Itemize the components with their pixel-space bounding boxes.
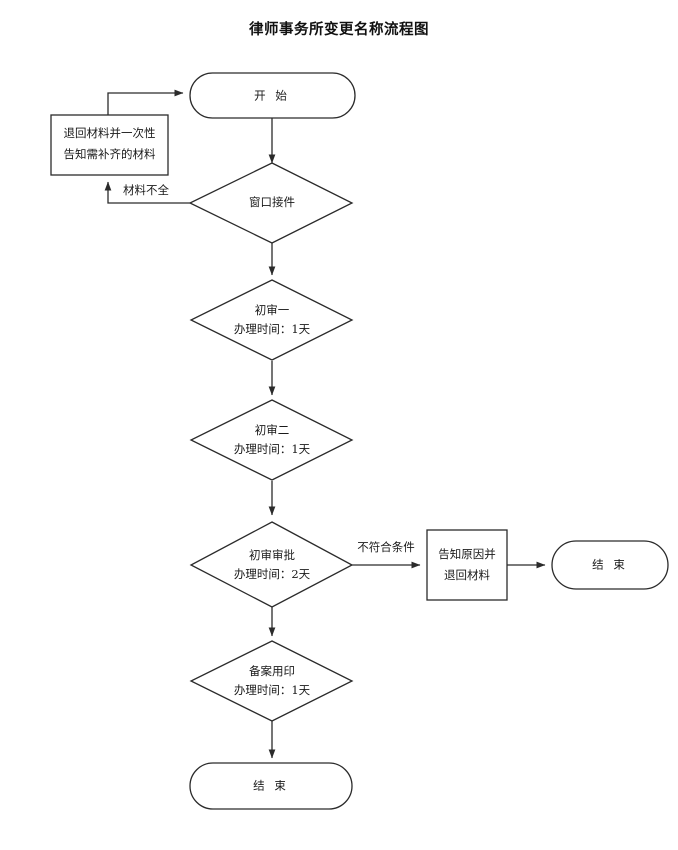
edge-first-approval-to-notify-reason: 不符合条件: [352, 540, 421, 569]
node-record-seal[interactable]: 备案用印 办理时间：1天: [189, 640, 354, 722]
node-first-review-2-line1: 初审二: [255, 423, 290, 437]
node-first-approval-line2: 办理时间：2天: [234, 567, 311, 581]
node-end-bottom[interactable]: 结 束: [189, 762, 353, 810]
node-record-seal-line2: 办理时间：1天: [234, 683, 311, 697]
node-notify-reason-line2: 退回材料: [444, 568, 490, 582]
node-start-label: 开 始: [254, 89, 290, 103]
node-window-intake-label: 窗口接件: [249, 195, 295, 209]
node-first-review-2[interactable]: 初审二 办理时间：1天: [189, 399, 354, 481]
node-first-review-2-line2: 办理时间：1天: [234, 442, 311, 456]
node-notify-reason-line1: 告知原因并: [438, 547, 496, 561]
node-first-review-1[interactable]: 初审一 办理时间：1天: [189, 279, 354, 361]
node-notify-reason[interactable]: 告知原因并 退回材料: [426, 529, 508, 601]
edge-window-intake-to-return-materials: 材料不全: [104, 181, 190, 204]
node-return-materials-line2: 告知需补齐的材料: [64, 147, 156, 161]
node-first-review-1-line2: 办理时间：1天: [234, 322, 311, 336]
node-start[interactable]: 开 始: [189, 72, 356, 119]
page-title: 律师事务所变更名称流程图: [249, 21, 429, 38]
node-first-approval-line1: 初审审批: [249, 548, 295, 562]
node-window-intake[interactable]: 窗口接件: [188, 162, 354, 244]
edge-label-material-incomplete: 材料不全: [123, 183, 169, 197]
node-return-materials[interactable]: 退回材料并一次性 告知需补齐的材料: [50, 114, 169, 176]
node-end-right[interactable]: 结 束: [551, 540, 669, 590]
node-record-seal-line1: 备案用印: [249, 664, 295, 678]
edge-return-materials-to-start: [107, 89, 184, 115]
edge-label-not-meeting-conditions: 不符合条件: [357, 540, 415, 554]
node-first-approval[interactable]: 初审审批 办理时间：2天: [189, 521, 354, 608]
node-first-review-1-line1: 初审一: [255, 303, 290, 317]
node-end-right-label: 结 束: [592, 558, 628, 572]
node-return-materials-line1: 退回材料并一次性: [64, 126, 156, 140]
node-end-bottom-label: 结 束: [253, 779, 289, 793]
